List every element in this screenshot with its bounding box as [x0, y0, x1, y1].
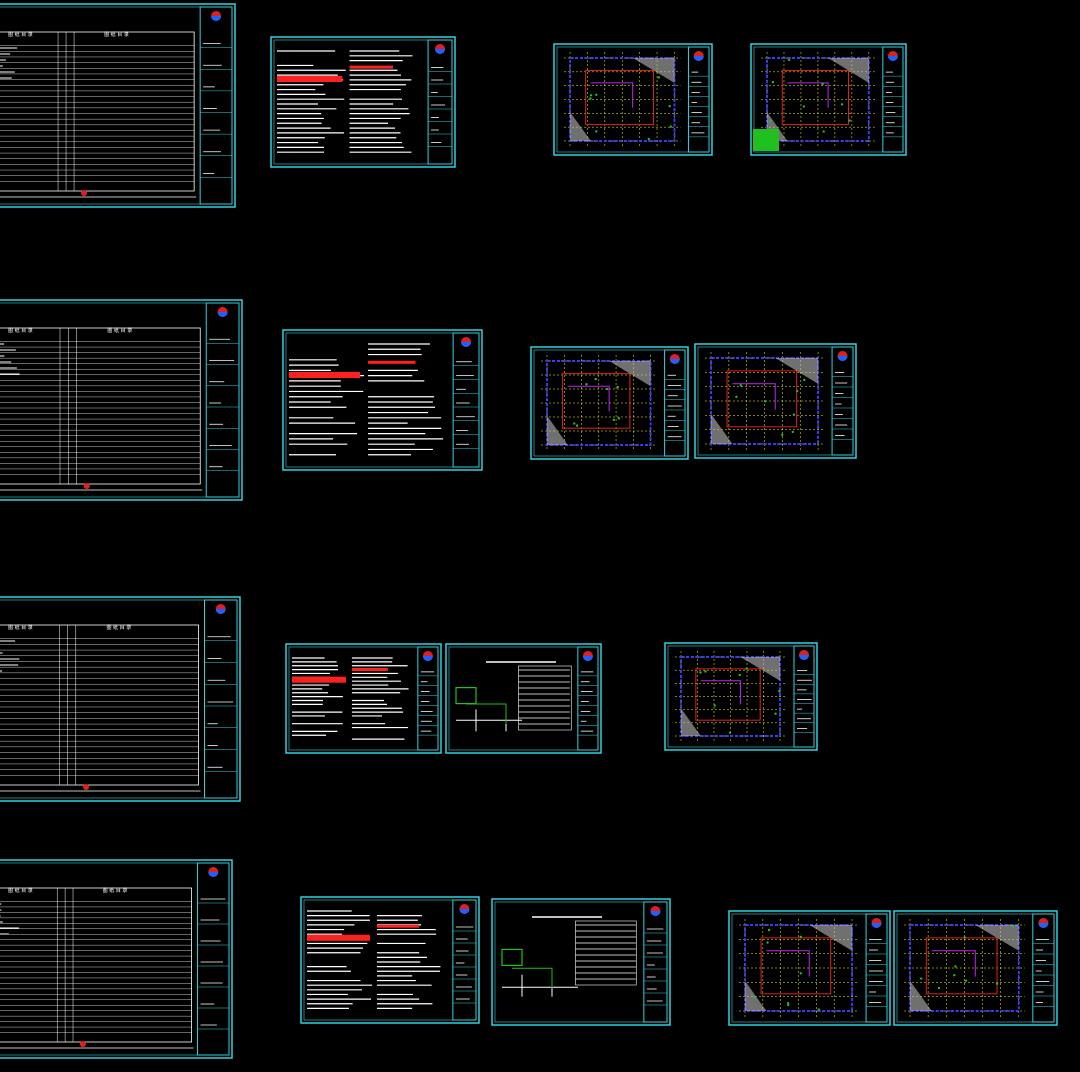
sheet-border	[0, 299, 243, 501]
building-outline	[710, 357, 820, 445]
index-header-right: 图 纸 目 录	[104, 31, 129, 38]
floor-plan-sheet-2a[interactable]	[530, 346, 689, 460]
floor-plan-sheet-4a[interactable]	[728, 910, 891, 1026]
design-notes-sheet-4[interactable]	[300, 896, 480, 1024]
building-outline	[569, 57, 676, 142]
sheet-border	[0, 859, 233, 1059]
sheet-border	[270, 36, 456, 168]
system-diagram-sheet-4[interactable]	[491, 898, 671, 1026]
drawing-index-sheet-2[interactable]: 图 纸 目 录图 纸 目 录	[0, 299, 243, 501]
building-outline	[909, 924, 1020, 1012]
sheet-border	[300, 896, 480, 1024]
highlight-note	[289, 372, 361, 378]
sheet-border	[0, 596, 241, 802]
sheet-border	[491, 898, 671, 1026]
floor-plan-sheet-2b[interactable]	[694, 343, 857, 459]
floor-plan-sheet-1a[interactable]	[553, 43, 713, 156]
building-outline	[546, 360, 652, 446]
legend-box	[753, 129, 779, 151]
index-header-left: 图 纸 目 录	[8, 624, 33, 631]
building-outline	[766, 57, 870, 142]
highlight-note	[307, 934, 370, 941]
floor-plan-sheet-3[interactable]	[664, 642, 818, 751]
index-header-left: 图 纸 目 录	[8, 31, 33, 38]
design-notes-sheet-1[interactable]	[270, 36, 456, 168]
floor-plan-sheet-1b[interactable]	[750, 43, 907, 156]
sheet-border	[0, 3, 236, 208]
drawing-index-sheet-3[interactable]: 图 纸 目 录图 纸 目 录	[0, 596, 241, 802]
system-diagram-sheet-3[interactable]	[445, 643, 602, 754]
drawing-index-sheet-1[interactable]: 图 纸 目 录图 纸 目 录	[0, 3, 236, 208]
index-header-left: 图 纸 目 录	[8, 327, 33, 334]
highlight-note	[292, 676, 346, 683]
building-outline	[680, 656, 781, 737]
design-notes-sheet-3[interactable]	[285, 643, 442, 754]
design-notes-sheet-2[interactable]	[282, 329, 483, 471]
building-outline	[744, 924, 854, 1012]
index-header-right: 图 纸 目 录	[106, 624, 131, 631]
sheet-border	[282, 329, 483, 471]
drawing-index-sheet-4[interactable]: 图 纸 目 录图 纸 目 录	[0, 859, 233, 1059]
floor-plan-sheet-4b[interactable]	[893, 910, 1058, 1026]
highlight-note	[277, 76, 343, 82]
index-header-right: 图 纸 目 录	[107, 327, 132, 334]
index-header-left: 图 纸 目 录	[8, 887, 33, 894]
index-header-right: 图 纸 目 录	[103, 887, 128, 894]
